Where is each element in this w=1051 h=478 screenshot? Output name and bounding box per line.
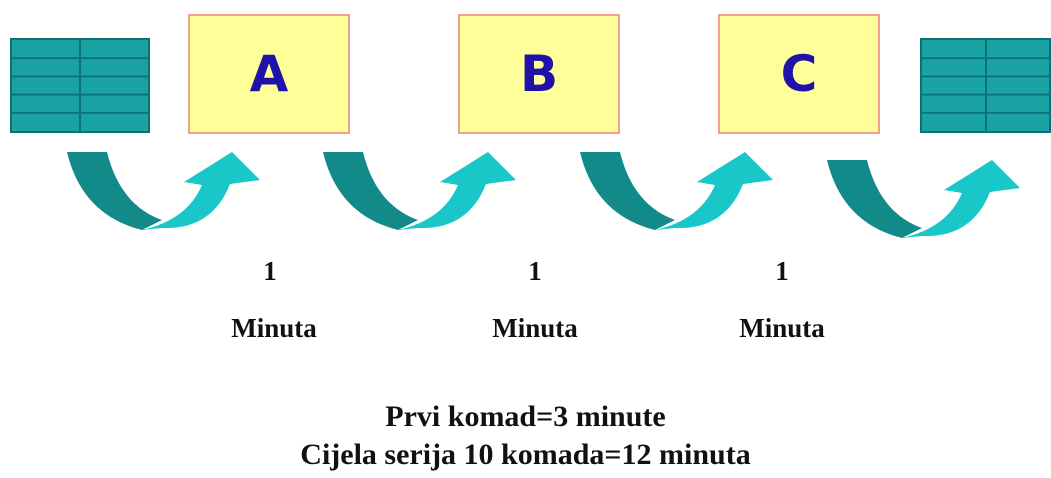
station-a-label: A [249,45,289,103]
station-a-time-unit: Minuta [231,313,317,343]
flow-arrow-3-icon [580,152,773,230]
output-stock-grid-icon [920,38,1051,133]
station-c-time-value: 1 [775,256,789,286]
station-b-box: B [458,14,620,134]
station-b-time-unit: Minuta [492,313,578,343]
station-c-box: C [718,14,880,134]
station-c-time-unit: Minuta [739,313,825,343]
station-a-time-value: 1 [263,256,277,286]
station-b-label: B [519,45,559,103]
station-c-label: C [780,45,818,103]
summary-whole-batch: Cijela serija 10 komada=12 minuta [300,438,751,471]
station-a-box: A [188,14,350,134]
flow-arrow-4-icon [827,160,1020,238]
input-stock-grid-icon [10,38,150,133]
flow-arrow-1-icon [67,152,260,230]
flow-arrow-2-icon [323,152,516,230]
station-b-time-value: 1 [528,256,542,286]
summary-first-piece: Prvi komad=3 minute [385,400,666,433]
